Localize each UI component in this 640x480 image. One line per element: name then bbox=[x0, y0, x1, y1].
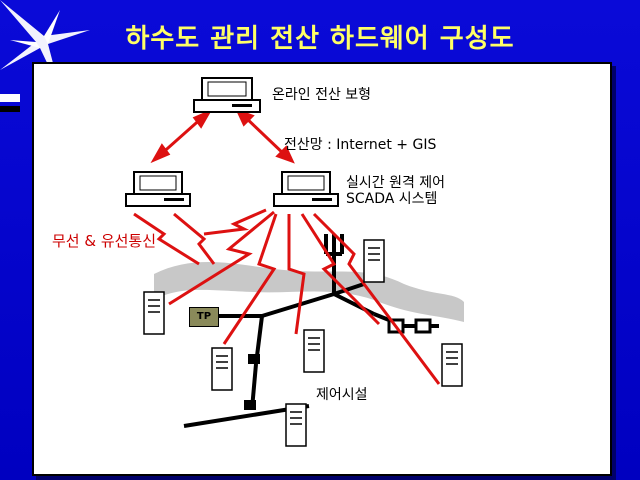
tp-box: TP bbox=[189, 307, 219, 327]
computer-top bbox=[193, 77, 261, 113]
label-top-node: 온라인 전산 보형 bbox=[272, 87, 372, 103]
page-title: 하수도 관리 전산 하드웨어 구성도 bbox=[125, 24, 515, 54]
diagram-panel: 온라인 전산 보형 전산망 : Internet + GIS 실시간 원격 제어… bbox=[32, 62, 612, 476]
diagram-canvas bbox=[125, 77, 464, 447]
computer-left bbox=[125, 171, 191, 207]
river-band bbox=[154, 262, 464, 322]
label-scada-line2: SCADA 시스템 bbox=[346, 191, 438, 207]
label-facilities: 제어시설 bbox=[316, 387, 368, 403]
label-scada-line1: 실시간 원격 제어 bbox=[346, 175, 446, 191]
server-tower bbox=[143, 239, 463, 447]
network-links bbox=[150, 108, 295, 164]
wireless-links bbox=[133, 208, 441, 385]
label-network: 전산망 : Internet + GIS bbox=[284, 137, 437, 153]
computer-scada bbox=[273, 171, 339, 207]
sidebar-decoration bbox=[0, 94, 20, 112]
label-comm: 무선 & 유선통신 bbox=[52, 232, 157, 250]
star-burst-icon bbox=[0, 0, 90, 90]
